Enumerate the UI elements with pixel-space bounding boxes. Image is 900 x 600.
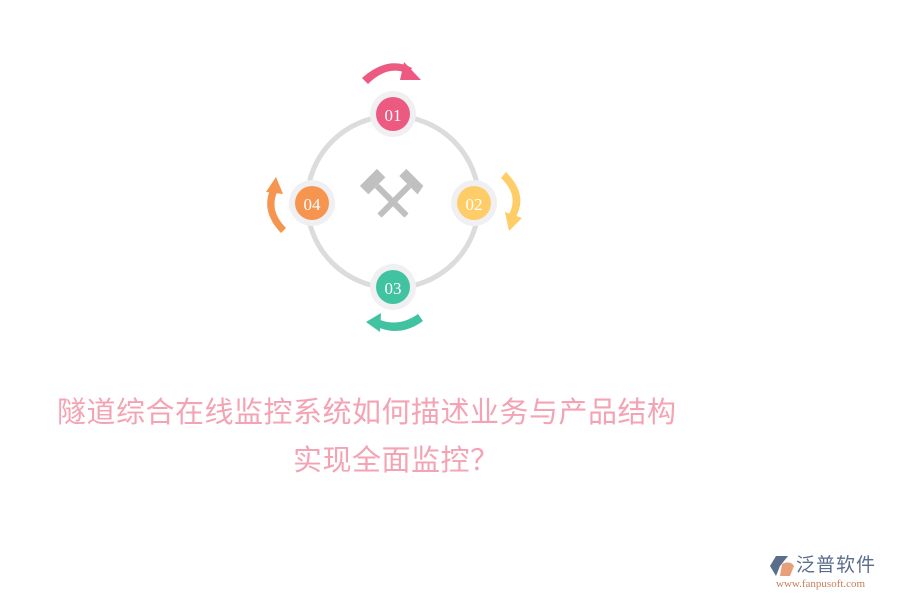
- step-node-01: 01: [370, 91, 416, 137]
- crossed-hammers-icon: [359, 168, 424, 218]
- brand-logo: 泛普软件 www.fanpusoft.com: [768, 552, 898, 592]
- step-node-04: 04: [289, 180, 335, 226]
- logo-url: www.fanpusoft.com: [776, 578, 866, 590]
- step-node-02: 02: [451, 180, 497, 226]
- logo-name: 泛普软件: [796, 554, 877, 576]
- arrow-icon-03: [366, 313, 423, 332]
- cycle-diagram: 01 02 03 04: [266, 62, 522, 332]
- page-title: 隧道综合在线监控系统如何描述业务与产品结构 实现全面监控？: [0, 388, 820, 484]
- step-label-02: 02: [466, 195, 483, 214]
- step-node-03: 03: [370, 264, 416, 310]
- arrow-icon-04: [266, 177, 286, 233]
- arrow-icon-02: [501, 172, 522, 231]
- step-label-01: 01: [385, 106, 402, 125]
- step-label-03: 03: [385, 279, 402, 298]
- arrow-icon-01: [362, 62, 421, 84]
- step-label-04: 04: [304, 195, 322, 214]
- title-line-1: 隧道综合在线监控系统如何描述业务与产品结构: [57, 395, 677, 429]
- fanpu-logo-icon: [770, 556, 794, 576]
- title-line-2: 实现全面监控？: [293, 443, 500, 477]
